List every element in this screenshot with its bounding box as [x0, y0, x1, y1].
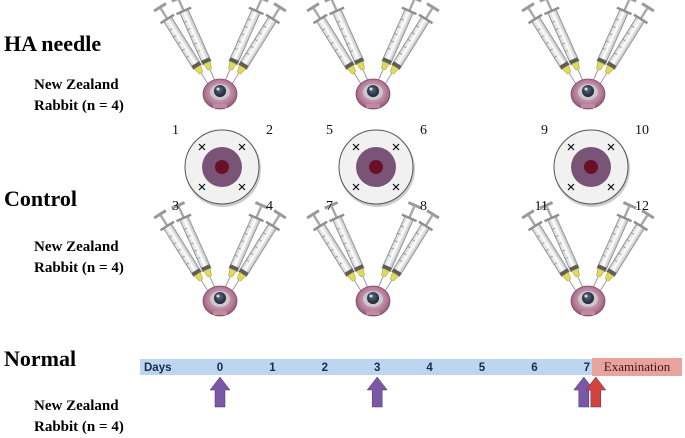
injection-site-label: 11 [535, 199, 548, 214]
eye-with-syringes [519, 0, 657, 110]
injection-mark-icon [352, 143, 360, 151]
group-subtitle-line1: New Zealand [34, 398, 119, 414]
injection-site-label: 6 [420, 123, 427, 138]
iris-icon [214, 292, 226, 304]
injection-arrow-icon [366, 376, 388, 408]
injection-mark-icon [607, 143, 615, 151]
pupil-circle [584, 160, 598, 174]
injection-site-label: 10 [635, 123, 649, 138]
eye-with-syringes [304, 0, 442, 110]
injection-mark-icon [238, 183, 246, 191]
injection-site-label: 3 [172, 199, 179, 214]
injection-mark-icon [238, 143, 246, 151]
group-title-control: Control [4, 186, 77, 211]
injection-site-label: 1 [172, 123, 179, 138]
timeline-bar [140, 359, 592, 375]
eye-base-icon [213, 104, 227, 108]
injection-mark-icon [198, 183, 206, 191]
eye-base-icon [366, 104, 380, 108]
pupil-circle [369, 160, 383, 174]
eye-with-syringes [519, 200, 657, 317]
eye-with-syringes [151, 0, 289, 110]
injection-mark-icon [567, 143, 575, 151]
day-tick-label: 0 [217, 362, 223, 374]
timeline-start-label: Days [144, 362, 172, 374]
injection-site-diagram: 9 10 11 12 [535, 123, 649, 214]
eye-highlight-icon [584, 87, 588, 91]
day-tick-label: 5 [479, 362, 486, 374]
injection-site-label: 9 [541, 123, 548, 138]
group-subtitle-ha-needle: New Zealand Rabbit (n = 4) [34, 75, 124, 117]
eye-base-icon [213, 311, 227, 315]
injection-mark-icon [567, 183, 575, 191]
eye-highlight-icon [369, 87, 373, 91]
eye-highlight-icon [369, 294, 373, 298]
examination-box [592, 358, 682, 376]
iris-icon [582, 85, 594, 97]
eye-base-icon [581, 104, 595, 108]
pupil-circle [215, 160, 229, 174]
eye-base-icon [581, 311, 595, 315]
group-subtitle-line2: Rabbit (n = 4) [34, 260, 124, 276]
eye-highlight-icon [584, 294, 588, 298]
day-tick-label: 3 [374, 362, 380, 374]
injection-site-label: 7 [326, 199, 333, 214]
timeline: Days Examination 0 1 2 3 4 5 6 7 [140, 358, 682, 408]
iris-icon [367, 292, 379, 304]
injection-mark-icon [198, 143, 206, 151]
group-subtitle-control: New Zealand Rabbit (n = 4) [34, 237, 124, 279]
group-title-ha-needle: HA needle [4, 31, 102, 56]
group-subtitle-line1: New Zealand [34, 239, 119, 255]
eye-base-icon [366, 311, 380, 315]
group-title-normal: Normal [4, 346, 77, 371]
injection-site-label: 8 [420, 199, 427, 214]
eye-highlight-icon [216, 294, 220, 298]
injection-site-label: 4 [266, 199, 273, 214]
injection-mark-icon [352, 183, 360, 191]
injection-arrow-icon [209, 376, 231, 408]
iris-icon [582, 292, 594, 304]
eye-injection-group [151, 0, 657, 317]
injection-site-label: 12 [635, 199, 649, 214]
examination-arrow-icon [585, 376, 607, 408]
injection-mark-icon [607, 183, 615, 191]
day-tick-label: 7 [584, 362, 590, 374]
eye-highlight-icon [216, 87, 220, 91]
day-tick-label: 2 [322, 362, 328, 374]
eye-with-syringes [151, 200, 289, 317]
examination-label: Examination [604, 359, 671, 374]
group-subtitle-line1: New Zealand [34, 77, 119, 93]
injection-mark-icon [392, 143, 400, 151]
day-tick-label: 4 [426, 362, 433, 374]
group-subtitle-line2: Rabbit (n = 4) [34, 98, 124, 114]
group-subtitle-line2: Rabbit (n = 4) [34, 419, 124, 435]
injection-site-label: 2 [266, 123, 273, 138]
day-tick-label: 1 [269, 362, 276, 374]
iris-icon [214, 85, 226, 97]
iris-icon [367, 85, 379, 97]
injection-mark-icon [392, 183, 400, 191]
injection-site-diagram: 5 6 7 8 [326, 123, 427, 214]
day-tick-label: 6 [531, 362, 537, 374]
eye-with-syringes [304, 200, 442, 317]
injection-site-diagram: 1 2 3 4 [172, 123, 273, 214]
group-subtitle-normal: New Zealand Rabbit (n = 4) [34, 396, 124, 438]
injection-site-label: 5 [326, 123, 333, 138]
